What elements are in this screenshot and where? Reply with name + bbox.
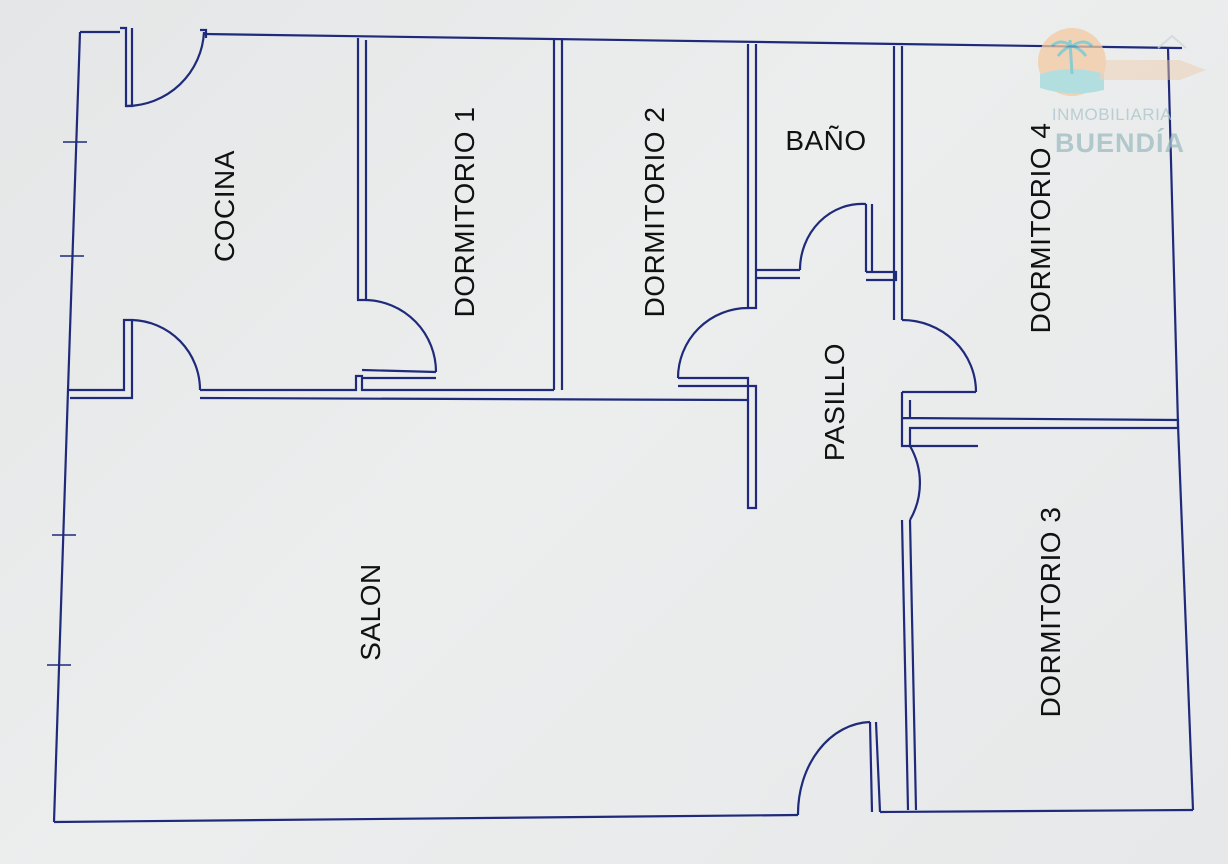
interior-walls xyxy=(68,26,1180,813)
logo-swoosh-icon xyxy=(1100,60,1206,80)
inmobiliaria-logo: INMOBILIARIA BUENDÍA xyxy=(1038,28,1206,158)
room-label-pasillo: PASILLO xyxy=(819,343,850,461)
logo-sea-icon xyxy=(1040,69,1104,94)
room-label-dormitorio-4: DORMITORIO 4 xyxy=(1025,123,1056,334)
room-labels: COCINA DORMITORIO 1 DORMITORIO 2 BAÑO DO… xyxy=(209,107,1066,718)
room-label-cocina: COCINA xyxy=(209,150,240,262)
logo-sparkle-icon xyxy=(1157,34,1187,49)
logo-palm-icon xyxy=(1050,39,1094,75)
room-label-dormitorio-1: DORMITORIO 1 xyxy=(449,107,480,318)
room-label-salon: SALON xyxy=(355,563,386,660)
outer-walls xyxy=(52,30,1195,824)
door-swings xyxy=(125,31,978,816)
room-label-dormitorio-3: DORMITORIO 3 xyxy=(1035,507,1066,718)
window-marks xyxy=(47,141,87,666)
logo-line-1: INMOBILIARIA xyxy=(1052,105,1172,124)
room-label-bano: BAÑO xyxy=(785,125,866,156)
logo-line-2: BUENDÍA xyxy=(1055,127,1185,158)
room-label-dormitorio-2: DORMITORIO 2 xyxy=(639,107,670,318)
